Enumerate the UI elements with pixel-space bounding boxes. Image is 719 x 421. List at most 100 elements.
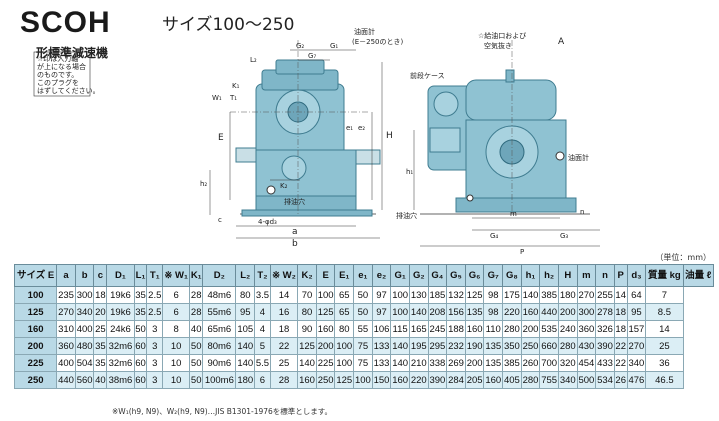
table-cell: 6 xyxy=(254,371,271,389)
column-header: b xyxy=(74,264,95,287)
column-header: h₂ xyxy=(539,264,559,287)
column-header: n xyxy=(595,264,615,287)
table-cell: 340 xyxy=(557,371,578,389)
front-case-label: 前段ケース xyxy=(410,71,445,80)
table-cell: 385 xyxy=(539,286,559,304)
column-header: e₁ xyxy=(353,264,373,287)
dim-e2: e₂ xyxy=(358,124,365,132)
note-line-2: が上になる場合 xyxy=(37,62,86,71)
table-cell: 18 xyxy=(613,303,628,321)
table-cell: 160 xyxy=(315,320,336,338)
table-cell: 28 xyxy=(189,303,204,321)
table-cell: 140 xyxy=(235,354,256,372)
table-cell: 60 xyxy=(133,354,148,372)
table-cell: 24k6 xyxy=(106,320,135,338)
table-cell: 338 xyxy=(427,354,448,372)
column-header: 油量 ℓ xyxy=(682,264,715,287)
table-cell: 385 xyxy=(502,354,522,372)
table-cell: 534 xyxy=(595,371,615,389)
column-header: a xyxy=(56,264,76,287)
table-cell: 140 xyxy=(297,354,317,372)
table-cell: 80 xyxy=(235,286,256,304)
dim-g1: G₁ xyxy=(330,42,338,50)
size-cell: 225 xyxy=(13,354,58,372)
dim-g4: G₄ xyxy=(490,232,498,240)
column-header: G₆ xyxy=(464,264,485,287)
table-cell: 100 xyxy=(334,337,355,355)
table-cell: 225 xyxy=(315,354,336,372)
dimension-lines-right xyxy=(413,130,600,247)
column-header: サイズ E xyxy=(13,264,58,287)
table-cell: 284 xyxy=(446,371,466,389)
table-cell: 3 xyxy=(146,337,164,355)
note-line-4: このプラグを xyxy=(37,78,79,87)
table-cell: 245 xyxy=(427,320,448,338)
table-cell: 280 xyxy=(502,320,522,338)
table-cell: 3 xyxy=(146,371,164,389)
column-header: G₂ xyxy=(408,264,429,287)
oil-gauge-note: (E－250のとき) xyxy=(352,38,404,46)
column-header: e₂ xyxy=(371,264,392,287)
table-cell: 8 xyxy=(162,320,191,338)
table-cell: 115 xyxy=(390,320,410,338)
table-cell: 250 xyxy=(520,337,541,355)
unit-label: （単位：mm） xyxy=(655,253,711,262)
fill-port-label: ☆給油口および xyxy=(478,31,526,40)
dim-w1: W₁ xyxy=(212,94,222,102)
table-cell: 106 xyxy=(371,320,392,338)
column-header: h₁ xyxy=(520,264,541,287)
table-cell: 16 xyxy=(269,303,299,321)
column-header: G₁ xyxy=(390,264,410,287)
table-cell: 190 xyxy=(464,337,485,355)
table-cell: 270 xyxy=(626,337,647,355)
table-cell: 14 xyxy=(645,320,684,338)
table-cell: 340 xyxy=(626,354,647,372)
table-cell: 454 xyxy=(576,354,597,372)
table-cell: 180 xyxy=(235,371,256,389)
table-cell: 140 xyxy=(390,354,410,372)
table-cell: 110 xyxy=(483,320,504,338)
table-cell: 95 xyxy=(235,303,256,321)
table-cell: 205 xyxy=(464,371,485,389)
column-header: K₂ xyxy=(297,264,317,287)
column-header: D₁ xyxy=(106,264,135,287)
table-cell: 65m6 xyxy=(202,320,237,338)
table-cell: 40 xyxy=(93,371,108,389)
table-cell: 157 xyxy=(626,320,647,338)
table-cell: 135 xyxy=(483,354,504,372)
table-cell: 160 xyxy=(464,320,485,338)
table-cell: 220 xyxy=(502,303,522,321)
table-cell: 232 xyxy=(446,337,466,355)
dim-m: m xyxy=(510,210,517,218)
table-cell: 35 xyxy=(93,337,108,355)
table-cell: 260 xyxy=(520,354,541,372)
column-header: H xyxy=(557,264,578,287)
table-cell: 200 xyxy=(464,354,485,372)
table-cell: 755 xyxy=(539,371,559,389)
table-cell: 140 xyxy=(408,303,429,321)
table-cell: 28 xyxy=(189,286,204,304)
table-cell: 97 xyxy=(371,286,392,304)
size-cell: 100 xyxy=(13,286,58,304)
table-cell: 433 xyxy=(595,354,615,372)
table-cell: 10 xyxy=(162,371,191,389)
table-cell: 32m6 xyxy=(106,354,135,372)
table-cell: 55 xyxy=(353,320,373,338)
column-header: m xyxy=(576,264,597,287)
column-header: ※ W₂ xyxy=(269,264,299,287)
column-header: E₁ xyxy=(334,264,355,287)
table-cell: 270 xyxy=(56,303,76,321)
size-cell: 250 xyxy=(13,371,58,389)
oil-gauge-right-label: 油面計 xyxy=(568,153,589,162)
table-cell: 160 xyxy=(297,371,317,389)
table-cell: 80 xyxy=(334,320,355,338)
table-cell: 440 xyxy=(539,303,559,321)
side-view xyxy=(230,40,381,217)
table-cell: 100m6 xyxy=(202,371,237,389)
table-cell: 180 xyxy=(557,286,578,304)
table-cell: 210 xyxy=(408,354,429,372)
